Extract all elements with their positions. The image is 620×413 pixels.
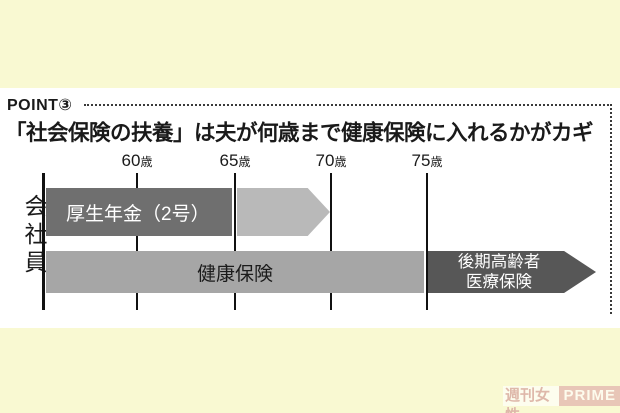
tick-line-60 [136,173,138,310]
watermark-prime-label: PRIME [559,386,620,406]
health-insurance-bar: 健康保険 [46,251,424,293]
age-label-60: 60歳 [107,151,167,171]
age-unit: 歳 [140,155,153,169]
late-elderly-insurance-arrow: 後期高齢者 医療保険 [428,251,596,293]
age-axis-baseline [42,173,45,310]
tick-line-75 [426,173,428,310]
age-value: 60 [121,151,141,170]
age-unit: 歳 [430,155,443,169]
age-label-70: 70歳 [301,151,361,171]
age-unit: 歳 [238,155,251,169]
dotted-border-frame [84,104,612,314]
watermark-magazine-name: 週刊女性 [503,386,560,413]
age-value: 75 [411,151,431,170]
late-elderly-label-line2: 医療保険 [466,273,532,291]
age-unit: 歳 [334,155,347,169]
diagram-title: 「社会保険の扶養」は夫が何歳まで健康保険に入れるかがカギ [5,121,594,145]
age-value: 65 [219,151,239,170]
pension-bar-label: 厚生年金（2号） [66,203,210,225]
point-label: POINT③ [7,95,79,115]
health-bar-label: 健康保険 [196,263,273,285]
age-value: 70 [315,151,335,170]
tick-line-70 [330,173,332,310]
age-label-75: 75歳 [397,151,457,171]
pension-bar: 厚生年金（2号） [46,188,232,236]
tick-line-65 [234,173,236,310]
age-label-65: 65歳 [205,151,265,171]
late-elderly-label-line1: 後期高齢者 [457,253,541,271]
pension-extension-arrow [237,188,330,236]
watermark-logo: 週刊女性 PRIME [503,386,620,413]
